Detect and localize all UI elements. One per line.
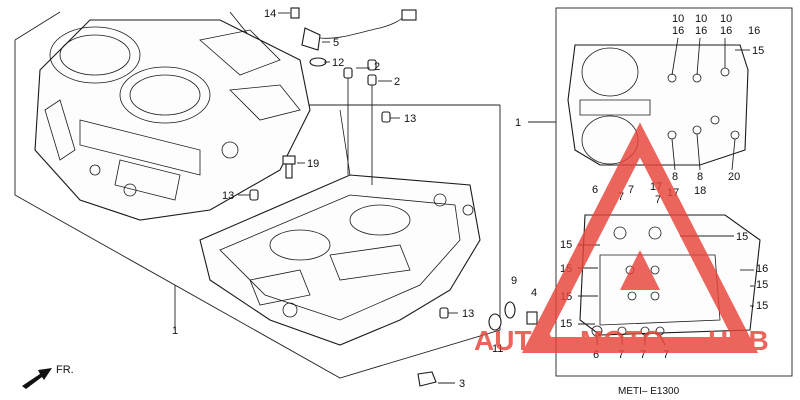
callout-7f: 7 <box>640 349 646 361</box>
callout-2a: 2 <box>374 61 380 73</box>
callout-2b: 2 <box>394 76 400 88</box>
right-callouts-top: 10 16 10 16 10 16 16 15 <box>672 13 764 57</box>
watermark-auto: AUTO <box>474 325 553 356</box>
callout-16c: 16 <box>720 25 732 37</box>
callout-10c: 10 <box>720 13 732 25</box>
callout-15a: 15 <box>560 239 572 251</box>
right-frame <box>555 7 793 377</box>
callout-8b: 8 <box>697 171 703 183</box>
watermark-triangle-icon <box>521 122 759 353</box>
callout-7a: 7 <box>618 191 624 203</box>
watermark-hub: HUB <box>708 325 769 356</box>
watermark-inner-triangle-icon <box>620 250 660 290</box>
dowel-pins <box>249 59 449 319</box>
callout-6-bottom: 6 <box>593 349 599 361</box>
left-leaders <box>174 12 458 384</box>
fr-label: FR. <box>56 364 74 376</box>
callout-16d: 16 <box>748 25 760 37</box>
callout-10b: 10 <box>695 13 707 25</box>
callout-13c: 13 <box>462 308 474 320</box>
automotohub-watermark: AUTO MOTO HUB <box>474 122 769 356</box>
bolt-19 <box>282 155 296 179</box>
callout-9: 9 <box>511 275 517 287</box>
diagram-code: METI– E1300 <box>618 386 680 397</box>
callout-13b: 13 <box>222 190 234 202</box>
callout-15-top: 15 <box>752 45 764 57</box>
lower-crankcase <box>199 109 481 346</box>
callout-15f: 15 <box>756 279 768 291</box>
left-callouts: 14 5 12 2 2 13 19 13 9 4 11 13 3 1 <box>172 8 537 390</box>
callout-1: 1 <box>172 325 178 337</box>
callout-3: 3 <box>459 378 465 390</box>
callout-5: 5 <box>333 37 339 49</box>
callout-7e: 7 <box>618 349 624 361</box>
crankcase-top-view <box>567 44 749 166</box>
callout-15e: 15 <box>736 231 748 243</box>
callout-20: 20 <box>728 171 740 183</box>
callout-12: 12 <box>332 57 344 69</box>
sensor-assembly <box>290 7 417 67</box>
callout-6-top: 6 <box>592 184 598 196</box>
callout-19: 19 <box>307 158 319 170</box>
right-callouts-side: 15 15 15 15 15 16 15 15 <box>560 231 768 330</box>
callout-15d: 15 <box>560 318 572 330</box>
callout-16b: 16 <box>695 25 707 37</box>
callout-8a: 8 <box>672 171 678 183</box>
callout-16e: 16 <box>756 263 768 275</box>
callout-r1: 1 <box>515 117 521 129</box>
watermark-moto: MOTO <box>580 325 663 356</box>
crankcase-bottom-view <box>579 214 761 337</box>
callout-18: 18 <box>694 185 706 197</box>
callout-11: 11 <box>492 343 503 355</box>
fr-arrow-icon <box>22 368 52 389</box>
callout-7g: 7 <box>663 349 669 361</box>
callout-16a: 16 <box>672 25 684 37</box>
callout-4: 4 <box>531 287 537 299</box>
small-parts <box>417 301 538 387</box>
callout-13a: 13 <box>404 113 416 125</box>
callout-7b: 7 <box>628 184 634 196</box>
callout-14: 14 <box>264 8 276 20</box>
callout-7d: 7 <box>655 194 661 206</box>
callout-10a: 10 <box>672 13 684 25</box>
callout-15g: 15 <box>756 300 768 312</box>
right-callouts-bottom: 6 7 7 7 <box>593 349 669 361</box>
upper-crankcase <box>34 19 311 221</box>
